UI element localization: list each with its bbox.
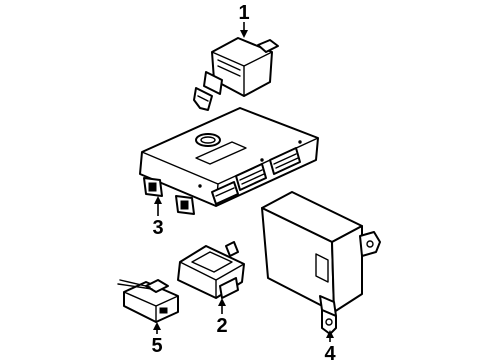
callout-3: 3 (152, 196, 164, 239)
callout-5: 5 (151, 322, 163, 357)
part-2-flat-module (177, 241, 245, 299)
callout-label-5: 5 (151, 335, 162, 357)
control-module-large (139, 107, 319, 215)
part-5-sensor (117, 279, 179, 323)
callout-label-2: 2 (216, 315, 227, 337)
part-1-relay-module (193, 37, 279, 111)
callout-label-3: 3 (152, 217, 163, 239)
callout-4: 4 (324, 330, 336, 360)
callout-1: 1 (238, 2, 250, 38)
callout-label-4: 4 (324, 343, 336, 360)
callout-2: 2 (216, 298, 228, 337)
callout-label-1: 1 (238, 2, 249, 24)
part-4-ecu-module (261, 191, 381, 335)
